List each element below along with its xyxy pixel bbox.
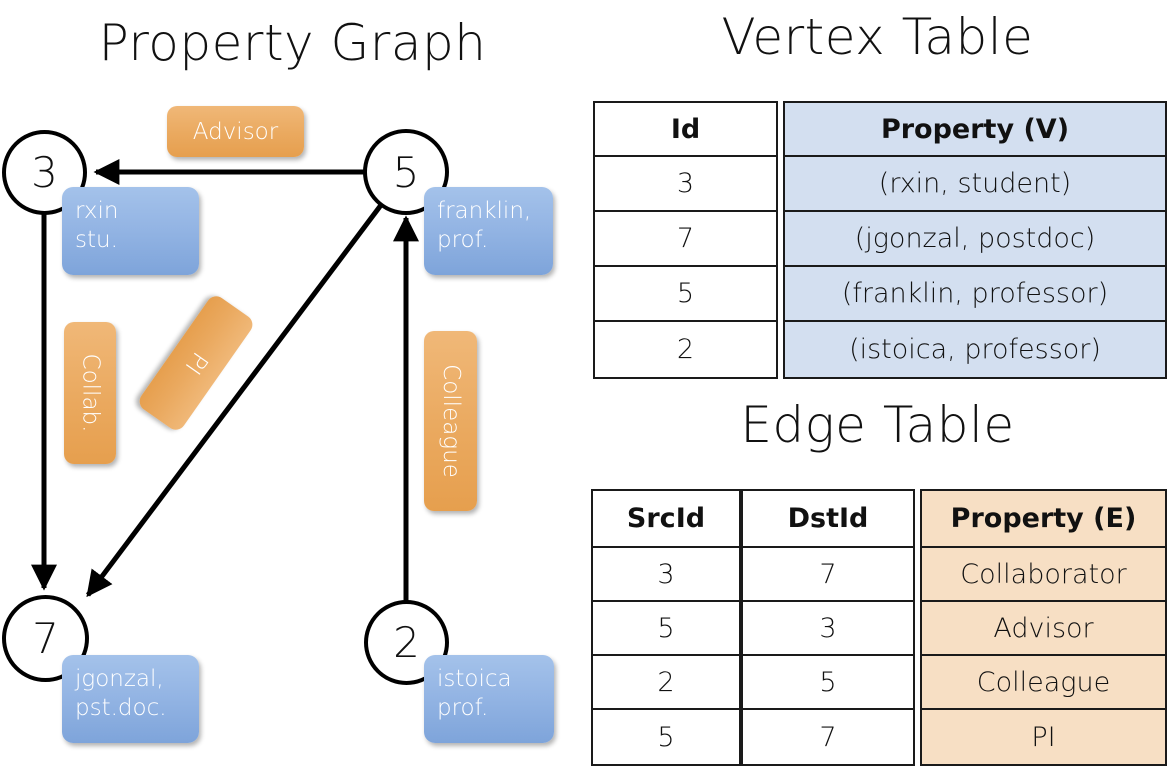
table-row[interactable]: 7: [743, 548, 913, 602]
table-row[interactable]: 2: [593, 656, 739, 710]
table-row[interactable]: (franklin, professor): [785, 267, 1165, 322]
graph-node-3-property-line2: stu.: [75, 227, 118, 254]
table-row[interactable]: 5: [657, 721, 675, 753]
edge-label-advisor-text: Advisor: [192, 118, 279, 145]
edge-label-colleague: Colleague: [424, 331, 477, 511]
table-row[interactable]: PI: [922, 710, 1165, 764]
page-title-edge-table: Edge Table: [740, 396, 1015, 454]
edge-label-collab-text: Collab.: [77, 353, 104, 433]
table-row[interactable]: 5: [593, 602, 739, 656]
graph-node-7-property-line2: pst.doc.: [75, 695, 167, 722]
edge-line-pi: [86, 203, 383, 598]
edge-label-advisor: Advisor: [167, 106, 304, 157]
graph-node-2-label: 2: [393, 618, 420, 667]
vertex-table-header-property: Property (V): [785, 103, 1165, 157]
table-row[interactable]: 3: [595, 157, 776, 212]
table-row[interactable]: Advisor: [922, 602, 1165, 656]
graph-node-5-property-line1: franklin,: [437, 198, 532, 224]
table-row[interactable]: 3: [743, 602, 913, 656]
edge-table-header-property: Property (E): [922, 491, 1165, 548]
edge-label-pi-text: PI: [179, 347, 213, 379]
table-row[interactable]: 5: [595, 267, 776, 322]
edge-table-dstid-column: DstId 7 3 5 7: [741, 489, 915, 766]
graph-edges-svg: [31, 159, 419, 604]
vertex-table: Id 3 7 5 2 Property (V) (rxin, student) …: [593, 101, 1167, 379]
page-title-vertex-table: Vertex Table: [721, 8, 1034, 66]
vertex-table-property-column: Property (V) (rxin, student) (jgonzal, p…: [783, 101, 1167, 379]
table-row[interactable]: 7: [819, 721, 837, 753]
graph-node-7-property-box: jgonzal, pst.doc.: [62, 655, 199, 743]
graph-node-5-property-box: franklin, prof.: [424, 187, 553, 275]
graph-node-2-property-box: istoica prof.: [424, 655, 554, 743]
graph-node-2-property-line2: prof.: [437, 695, 489, 722]
property-graph-diagram: 3 rxin stu. 5 franklin, prof. 7 jgonzal,…: [0, 0, 585, 760]
edge-table-srcid-column: SrcId 3 5 2 5: [591, 489, 741, 766]
graph-node-2-property-line1: istoica: [437, 666, 512, 692]
vertex-table-header-id: Id: [595, 103, 776, 157]
edge-table-property-column: Property (E) Collaborator Advisor Collea…: [920, 489, 1167, 766]
graph-node-7-property-line1: jgonzal,: [75, 666, 164, 692]
table-row[interactable]: 5: [743, 656, 913, 710]
graph-node-3-property-box: rxin stu.: [62, 187, 199, 275]
graph-node-5-label: 5: [392, 147, 420, 197]
edge-table: SrcId 3 5 2 5 DstId 7 3 5 7 Property (E)…: [591, 489, 1167, 766]
edge-label-collab: Collab.: [64, 322, 116, 464]
edge-label-colleague-text: Colleague: [437, 364, 464, 478]
table-row[interactable]: 7: [595, 212, 776, 267]
graph-node-2[interactable]: 2: [364, 600, 449, 685]
graph-node-7-label: 7: [32, 614, 59, 663]
table-row[interactable]: Collaborator: [922, 548, 1165, 602]
vertex-table-id-column: Id 3 7 5 2: [593, 101, 778, 379]
table-row[interactable]: Colleague: [922, 656, 1165, 710]
page-title-property-graph: Property Graph: [98, 14, 487, 72]
table-row[interactable]: (jgonzal, postdoc): [785, 212, 1165, 267]
graph-node-5-property-line2: prof.: [437, 227, 489, 254]
graph-node-3-property-line1: rxin: [75, 198, 119, 224]
graph-node-3-label: 3: [31, 148, 58, 197]
graph-node-5[interactable]: 5: [363, 129, 449, 215]
edge-table-header-srcid: SrcId: [593, 491, 739, 548]
table-row[interactable]: (rxin, student): [785, 157, 1165, 212]
table-row[interactable]: 3: [593, 548, 739, 602]
table-row[interactable]: 2: [676, 334, 695, 365]
edge-table-header-dstid: DstId: [743, 491, 913, 548]
table-row[interactable]: (istoica, professor): [785, 322, 1165, 377]
